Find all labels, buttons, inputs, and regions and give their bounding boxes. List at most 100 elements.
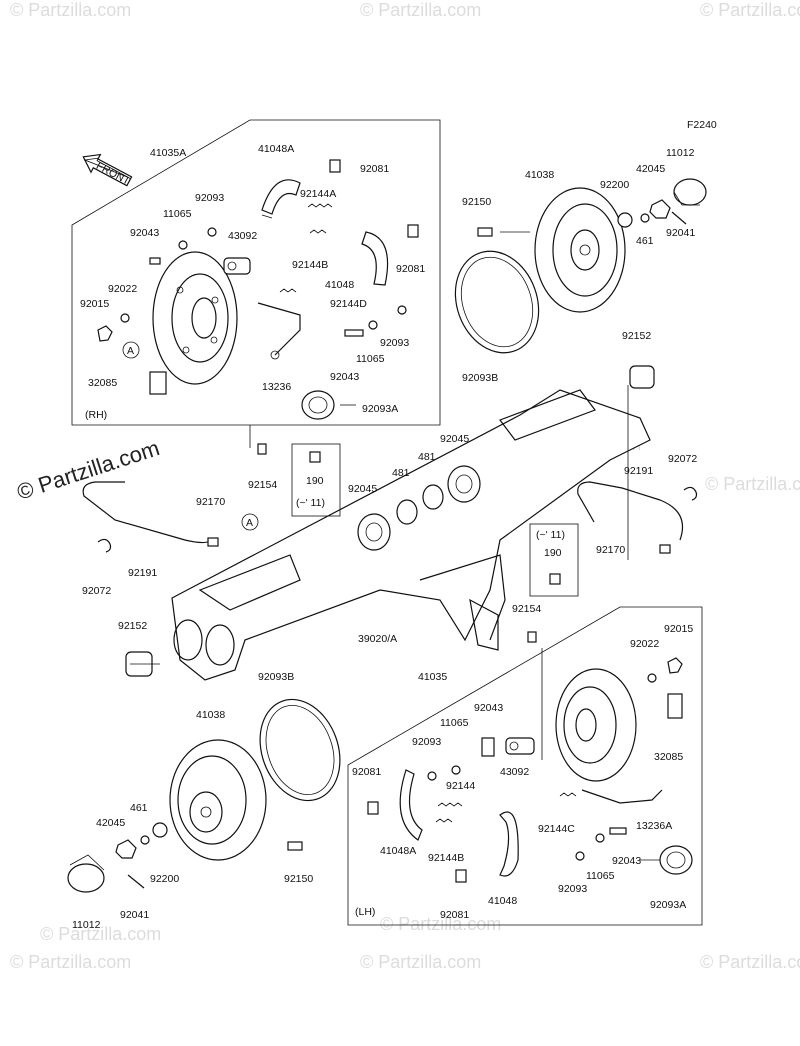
label-92144c: 92144C (538, 823, 575, 835)
rh-washer-92093-bot (397, 305, 407, 315)
rh-nut-92015 (97, 325, 113, 342)
label-92093-lh-bot: 92093 (558, 883, 587, 895)
label-92152-left: 92152 (118, 620, 147, 632)
label-41048-lh: 41048 (488, 895, 517, 907)
label-92043-rh-top: 92043 (130, 227, 159, 239)
brake-drum-bottom (169, 739, 267, 861)
label-92144b-rh: 92144B (292, 259, 328, 271)
label-92093-rh-top: 92093 (195, 192, 224, 204)
label-13236a: 13236A (636, 820, 672, 832)
bolt-92154-left (257, 443, 267, 455)
label-11012-top: 11012 (666, 147, 695, 159)
label-92041-top: 92041 (666, 227, 695, 239)
label-41035: 41035 (418, 671, 447, 683)
clamp-92072-left (97, 538, 112, 553)
lh-bracket-32085 (667, 693, 683, 719)
lh-nut-92015 (667, 657, 683, 674)
label-461-bot: 461 (130, 802, 148, 814)
label-13236: 13236 (262, 381, 291, 393)
lh-brake-shoe-rear (499, 811, 519, 877)
nut-42045-top (649, 199, 671, 219)
label-92015-lh: 92015 (664, 623, 693, 635)
label-92144b-lh: 92144B (428, 852, 464, 864)
watermark-text: © Partzilla.com (14, 435, 163, 505)
lh-collar-11065-bot (595, 833, 605, 843)
rh-pin-92043-bot (344, 329, 364, 337)
bearing-92045-lower (357, 513, 391, 551)
lh-shoe-pin-bot (455, 869, 467, 883)
label-41048-rh: 41048 (325, 279, 354, 291)
lh-washer-92022 (647, 673, 657, 683)
rh-washer-92093 (207, 227, 217, 237)
rh-wheel-cylinder (223, 257, 251, 275)
bearing-92045-upper (447, 465, 481, 503)
label-32085-rh: 32085 (88, 377, 117, 389)
label-92043-lh-bot: 92043 (612, 855, 641, 867)
axle-housing-39020A (171, 389, 651, 681)
drum-seal-ring-bottom (259, 698, 341, 802)
label-92045-upper: 92045 (440, 433, 469, 445)
rh-label: (RH) (85, 409, 107, 421)
label-481-upper: 481 (418, 451, 436, 463)
label-43092-lh: 43092 (500, 766, 529, 778)
label-92072-right: 92072 (668, 453, 697, 465)
hose-92191-right (577, 481, 684, 541)
label-11012-bot: 11012 (72, 919, 101, 931)
rh-group-box (71, 119, 441, 426)
label-39020a: 39020/A (358, 633, 397, 645)
label-box2-note: (~' 11) (536, 529, 565, 541)
label-92022-lh: 92022 (630, 638, 659, 650)
box-190-upper (291, 443, 341, 517)
callout-a-hose (241, 513, 259, 531)
label-41038-top: 41038 (525, 169, 554, 181)
svg-text:© Partzilla.com: © Partzilla.com (40, 924, 161, 944)
label-92081-rh-mid: 92081 (396, 263, 425, 275)
front-arrow-icon: FRONT (82, 153, 133, 188)
label-42045-bot: 42045 (96, 817, 125, 829)
label-481-lower: 481 (392, 467, 410, 479)
svg-text:© Partzilla.com: © Partzilla.com (700, 0, 800, 20)
label-32085-lh: 32085 (654, 751, 683, 763)
label-11065-rh: 11065 (163, 208, 192, 220)
nut-42045-bot (115, 839, 137, 859)
label-41035a: 41035A (150, 147, 186, 159)
label-92081-rh-top: 92081 (360, 163, 389, 175)
hub-cap-11012-top (673, 178, 707, 206)
label-92152-top: 92152 (622, 330, 651, 342)
label-92081-lh-top: 92081 (352, 766, 381, 778)
svg-text:© Partzilla.com: © Partzilla.com (705, 474, 800, 494)
lh-washer-92093-top (427, 771, 437, 781)
svg-text:© Partzilla.com: © Partzilla.com (360, 0, 481, 20)
clamp-92170-left (207, 537, 219, 547)
lh-brake-panel (555, 668, 637, 782)
label-92081-lh-bot: 92081 (440, 909, 469, 921)
front-label: FRONT (94, 160, 132, 188)
label-41048a-lh: 41048A (380, 845, 416, 857)
figure-code: F2240 (687, 119, 717, 131)
label-11065-rh-bot: 11065 (356, 353, 385, 365)
lh-spring-92144B (435, 818, 453, 823)
lh-collar-11065-top (451, 765, 461, 775)
lh-label: (LH) (355, 906, 375, 918)
lh-wheel-cylinder (505, 737, 535, 755)
label-92144: 92144 (446, 780, 475, 792)
label-box1-note: (~' 11) (296, 497, 325, 509)
label-92093b-top: 92093B (462, 372, 498, 384)
washer-461-top (640, 213, 650, 223)
clamp-92072-right (683, 486, 698, 501)
label-43092-rh: 43092 (228, 230, 257, 242)
leader-lines (130, 231, 660, 861)
label-11065-lh-top: 11065 (440, 717, 469, 729)
lh-pin-92043-top (481, 737, 495, 757)
rh-pin-92043 (149, 257, 161, 265)
label-190-box1: 190 (306, 475, 324, 487)
clamp-92170-right (659, 544, 671, 554)
rh-bracket-32085 (149, 371, 167, 395)
rh-spring-b (309, 229, 327, 234)
label-92191-left: 92191 (128, 567, 157, 579)
rh-collar-11065-bot (368, 320, 378, 330)
label-42045-top: 42045 (636, 163, 665, 175)
rh-washer-92022 (120, 313, 130, 323)
